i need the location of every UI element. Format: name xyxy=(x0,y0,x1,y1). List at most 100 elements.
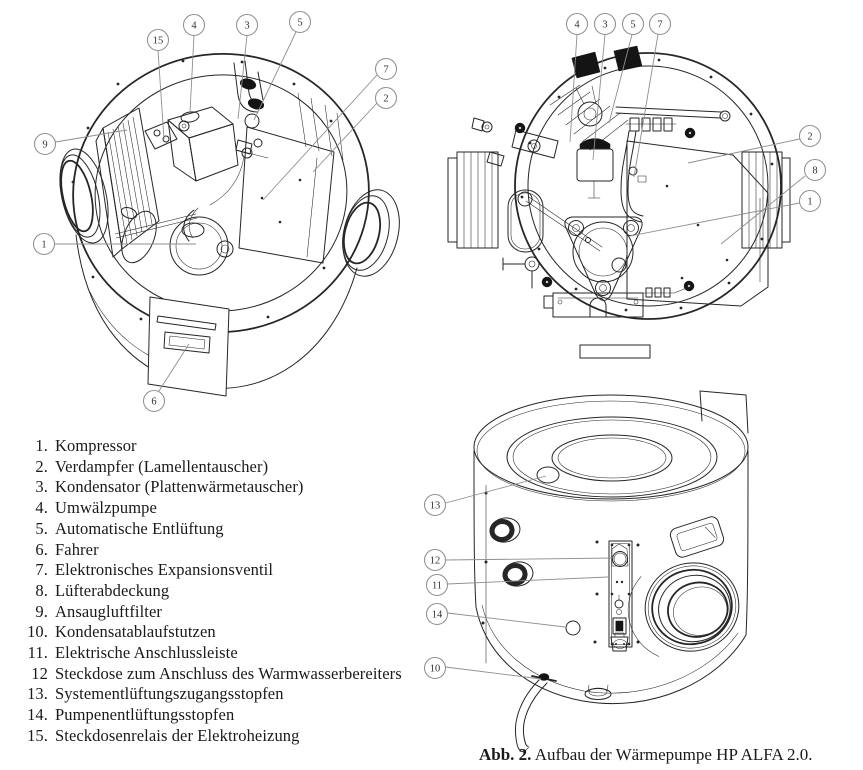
caption-number: Abb. 2. xyxy=(479,745,532,764)
callout-4: 4 xyxy=(182,13,206,37)
callout-5: 5 xyxy=(621,12,645,36)
iso-leader-lines xyxy=(54,31,378,392)
legend-item: 14. Pumpenentlüftungsstopfen xyxy=(18,705,402,726)
svg-text:14: 14 xyxy=(432,610,443,621)
legend-item: 13.Systementlüftungszugangsstopfen xyxy=(18,684,402,705)
legend-item: 15.Steckdosenrelais der Elektroheizung xyxy=(18,726,402,747)
left-duct xyxy=(447,151,499,249)
svg-text:2: 2 xyxy=(383,94,388,105)
legend-item-label: Pumpenentlüftungsstopfen xyxy=(55,705,235,725)
legend-item-label: Ansaugluftfilter xyxy=(55,601,162,621)
svg-text:4: 4 xyxy=(191,21,197,32)
pipe-stub xyxy=(502,561,534,587)
callout-1: 1 xyxy=(798,189,822,213)
foot xyxy=(584,684,612,700)
legend-item-number: 14. xyxy=(27,705,48,725)
callout-11: 11 xyxy=(425,573,449,597)
legend-item-label: Verdampfer (Lamellentauscher) xyxy=(55,456,269,476)
rim-screws xyxy=(71,59,333,321)
pipe-manifold xyxy=(615,106,731,132)
rear-tab xyxy=(699,390,749,434)
svg-text:15: 15 xyxy=(153,36,164,47)
legend-item: 9. Ansaugluftfilter xyxy=(18,602,402,623)
svg-text:3: 3 xyxy=(244,21,249,32)
legend-item-label: Steckdosenrelais der Elektroheizung xyxy=(55,725,300,745)
left-bracket xyxy=(471,117,559,167)
legend-item: 3. Kondensator (Plattenwärmetauscher) xyxy=(18,477,402,498)
handle-recess xyxy=(669,516,725,558)
refrigerant-pipes xyxy=(209,60,269,206)
condenser-box xyxy=(167,106,239,182)
svg-text:12: 12 xyxy=(430,556,441,567)
electrical-panel xyxy=(608,540,633,652)
figure-caption: Abb. 2. Aufbau der Wärmepumpe HP ALFA 2.… xyxy=(479,745,813,765)
rim-screws xyxy=(520,58,774,312)
callout-13: 13 xyxy=(423,493,447,517)
receiver-tank xyxy=(120,206,157,264)
svg-text:9: 9 xyxy=(42,140,47,151)
compressor xyxy=(169,207,234,276)
bottom-bracket xyxy=(543,285,693,318)
callout-5: 5 xyxy=(288,10,312,34)
front-panel xyxy=(147,296,230,397)
svg-text:2: 2 xyxy=(807,132,812,143)
pump-opening xyxy=(180,111,200,123)
parts-legend: 1. Kompressor 2. Verdampfer (Lamellentausc… xyxy=(18,436,402,747)
vent-plug xyxy=(536,466,560,484)
legend-item-number: 8. xyxy=(35,580,48,600)
figure-isometric-view: 15 4 3 5 7 2 9 1 6 xyxy=(32,10,400,413)
legend-item-label: Lüfterabdeckung xyxy=(55,580,170,600)
svg-text:11: 11 xyxy=(432,581,442,592)
svg-text:6: 6 xyxy=(151,397,156,408)
legend-item-number: 4. xyxy=(35,498,48,518)
air-duct xyxy=(627,562,740,657)
callout-4: 4 xyxy=(565,12,589,36)
legend-item-number: 1. xyxy=(35,436,48,455)
legend-item-number: 2. xyxy=(35,456,48,476)
svg-text:13: 13 xyxy=(430,501,441,512)
legend-item-number: 10. xyxy=(27,622,48,642)
callout-7: 7 xyxy=(374,57,398,81)
legend-item-number: 3. xyxy=(35,477,48,497)
fan-housing-ribs xyxy=(297,92,344,161)
body-screws xyxy=(481,491,640,644)
callout-1: 1 xyxy=(32,232,56,256)
pipe-stub xyxy=(489,517,521,543)
callout-6: 6 xyxy=(142,389,166,413)
connector-block xyxy=(571,51,601,79)
legend-item-number: 9. xyxy=(35,601,48,621)
legend-item: 11. Elektrische Anschlussleiste xyxy=(18,643,402,664)
svg-text:5: 5 xyxy=(630,20,635,31)
side-leader-lines xyxy=(445,475,616,680)
svg-text:10: 10 xyxy=(430,664,441,675)
legend-item-number: 12 xyxy=(31,663,48,683)
figure-side-view: 13 12 11 14 10 xyxy=(423,390,749,754)
legend-item-label: Kompressor xyxy=(55,436,137,455)
legend-item-label: Systementlüftungszugangsstopfen xyxy=(55,684,284,704)
legend-item-label: Kondensatablaufstutzen xyxy=(55,622,216,642)
callout-14: 14 xyxy=(425,602,449,626)
legend-item: 2. Verdampfer (Lamellentauscher) xyxy=(18,457,402,478)
callout-2: 2 xyxy=(374,86,398,110)
right-duct xyxy=(741,151,791,249)
svg-text:3: 3 xyxy=(602,20,607,31)
callout-8: 8 xyxy=(803,158,827,182)
compressor-mount xyxy=(517,191,643,301)
legend-item-label: Kondensator (Plattenwärmetauscher) xyxy=(55,477,304,497)
legend-item-label: Steckdose zum Anschluss des Warmwasserbe… xyxy=(55,663,402,683)
legend-item-label: Automatische Entlüftung xyxy=(55,518,224,538)
drain-hose xyxy=(514,673,557,754)
svg-text:7: 7 xyxy=(657,20,662,31)
legend-item-label: Umwälzpumpe xyxy=(55,498,157,518)
legend-item: 5.Automatische Entlüftung xyxy=(18,519,402,540)
relay-box xyxy=(144,121,178,150)
top-drawing xyxy=(447,45,791,359)
top-leader-lines xyxy=(569,34,806,245)
expansion-valve-pipe xyxy=(620,130,647,223)
callout-3: 3 xyxy=(593,12,617,36)
svg-text:5: 5 xyxy=(297,18,302,29)
legend-item-label: Elektrische Anschlussleiste xyxy=(55,643,238,663)
svg-text:1: 1 xyxy=(41,240,46,251)
legend-item-number: 11. xyxy=(27,643,48,663)
